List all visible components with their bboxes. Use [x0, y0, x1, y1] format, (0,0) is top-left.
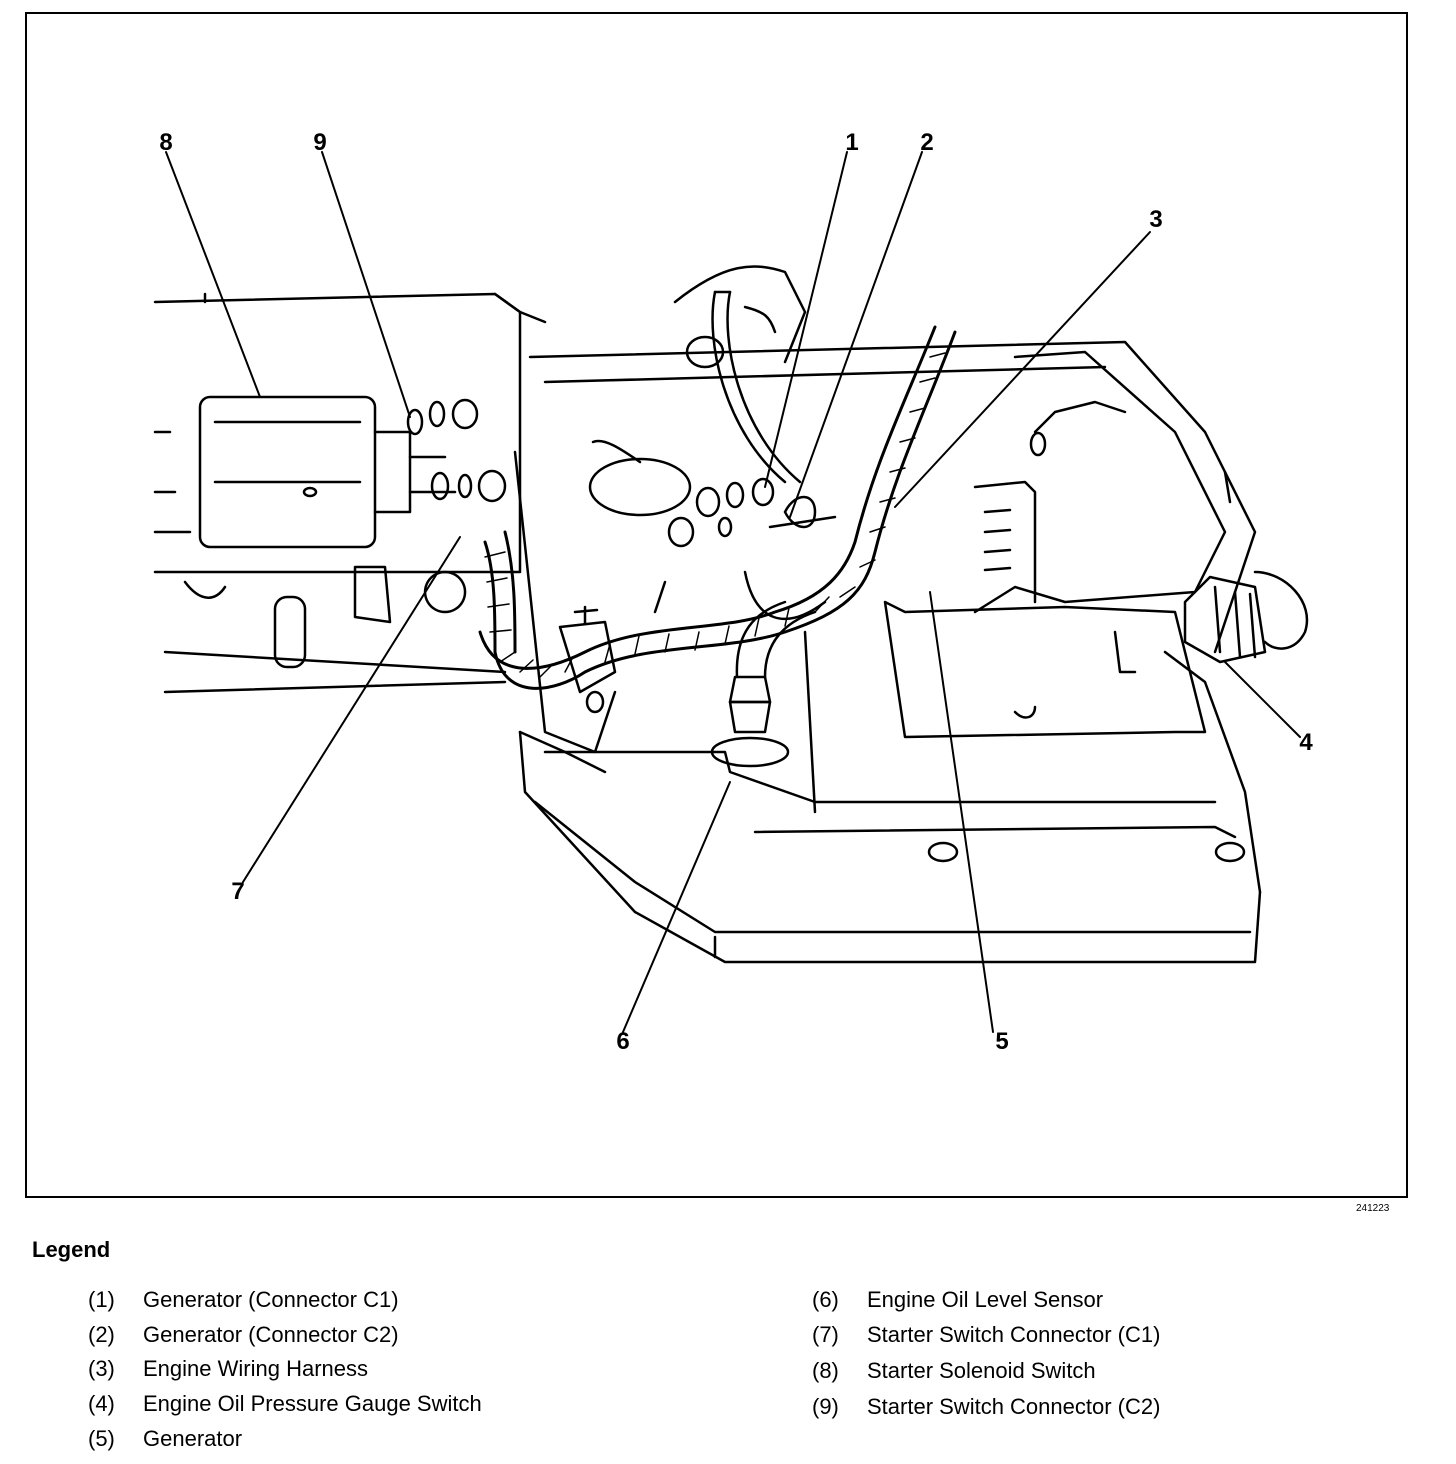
- figure-frame: [25, 12, 1408, 1198]
- engine-block: [513, 265, 1257, 754]
- legend-item-number: (9): [812, 1394, 839, 1419]
- starter-motor: [153, 292, 547, 694]
- callout-9: 9: [313, 129, 326, 156]
- legend-item: (5) Generator: [88, 1426, 242, 1452]
- callout-labels: 8 9 1 2 3 4 5 6 7: [159, 129, 1313, 1055]
- solenoid-terminals: [406, 398, 507, 503]
- oil-level-sensor: [710, 600, 817, 768]
- legend-item: (8) Starter Solenoid Switch: [812, 1358, 1096, 1384]
- engine-illustration: 8 9 1 2 3 4 5 6 7: [153, 129, 1313, 1055]
- legend-item: (7) Starter Switch Connector (C1): [812, 1322, 1160, 1348]
- callout-3: 3: [1149, 206, 1162, 233]
- generator-terminals: [667, 290, 837, 620]
- legend-item: (3) Engine Wiring Harness: [88, 1356, 368, 1382]
- figure-id: 241223: [1356, 1203, 1390, 1214]
- legend-item-label: Generator (Connector C1): [143, 1287, 399, 1312]
- legend-item-label: Generator (Connector C2): [143, 1322, 399, 1347]
- legend-item-label: Engine Wiring Harness: [143, 1356, 368, 1381]
- harness-clip: [558, 605, 617, 714]
- legend-title: Legend: [32, 1237, 111, 1262]
- legend-item-label: Starter Switch Connector (C2): [867, 1394, 1161, 1419]
- leader-lines: [165, 151, 1301, 1033]
- legend-item: (4) Engine Oil Pressure Gauge Switch: [88, 1391, 482, 1417]
- starter-solenoid: [198, 395, 457, 549]
- legend-item-number: (7): [812, 1322, 839, 1347]
- callout-7: 7: [231, 878, 244, 905]
- legend-item-label: Starter Switch Connector (C1): [867, 1322, 1161, 1347]
- legend-item-number: (6): [812, 1287, 839, 1312]
- oil-pan: [518, 600, 1262, 964]
- legend-item-label: Engine Oil Level Sensor: [867, 1287, 1104, 1312]
- legend-item-number: (5): [88, 1426, 115, 1451]
- callout-5: 5: [995, 1028, 1008, 1055]
- callout-8: 8: [159, 129, 172, 156]
- legend-item-label: Generator: [143, 1426, 243, 1451]
- legend-item: (2) Generator (Connector C2): [88, 1322, 399, 1348]
- callout-4: 4: [1299, 729, 1313, 756]
- legend-item: (1) Generator (Connector C1): [88, 1287, 399, 1313]
- legend-item: (6) Engine Oil Level Sensor: [812, 1287, 1103, 1313]
- callout-2: 2: [920, 129, 933, 156]
- legend-item-number: (2): [88, 1322, 115, 1347]
- callout-6: 6: [616, 1028, 629, 1055]
- oil-pressure-switch: [1183, 570, 1309, 664]
- legend-item-label: Starter Solenoid Switch: [867, 1358, 1096, 1383]
- legend-item-number: (1): [88, 1287, 115, 1312]
- harness-ribs: [484, 352, 946, 678]
- legend-item-number: (8): [812, 1358, 839, 1383]
- generator-body: [973, 350, 1232, 614]
- legend-item-number: (4): [88, 1391, 115, 1416]
- legend-item-number: (3): [88, 1356, 115, 1381]
- callout-1: 1: [845, 129, 858, 156]
- legend-item: (9) Starter Switch Connector (C2): [812, 1394, 1160, 1420]
- legend-item-label: Engine Oil Pressure Gauge Switch: [143, 1391, 482, 1416]
